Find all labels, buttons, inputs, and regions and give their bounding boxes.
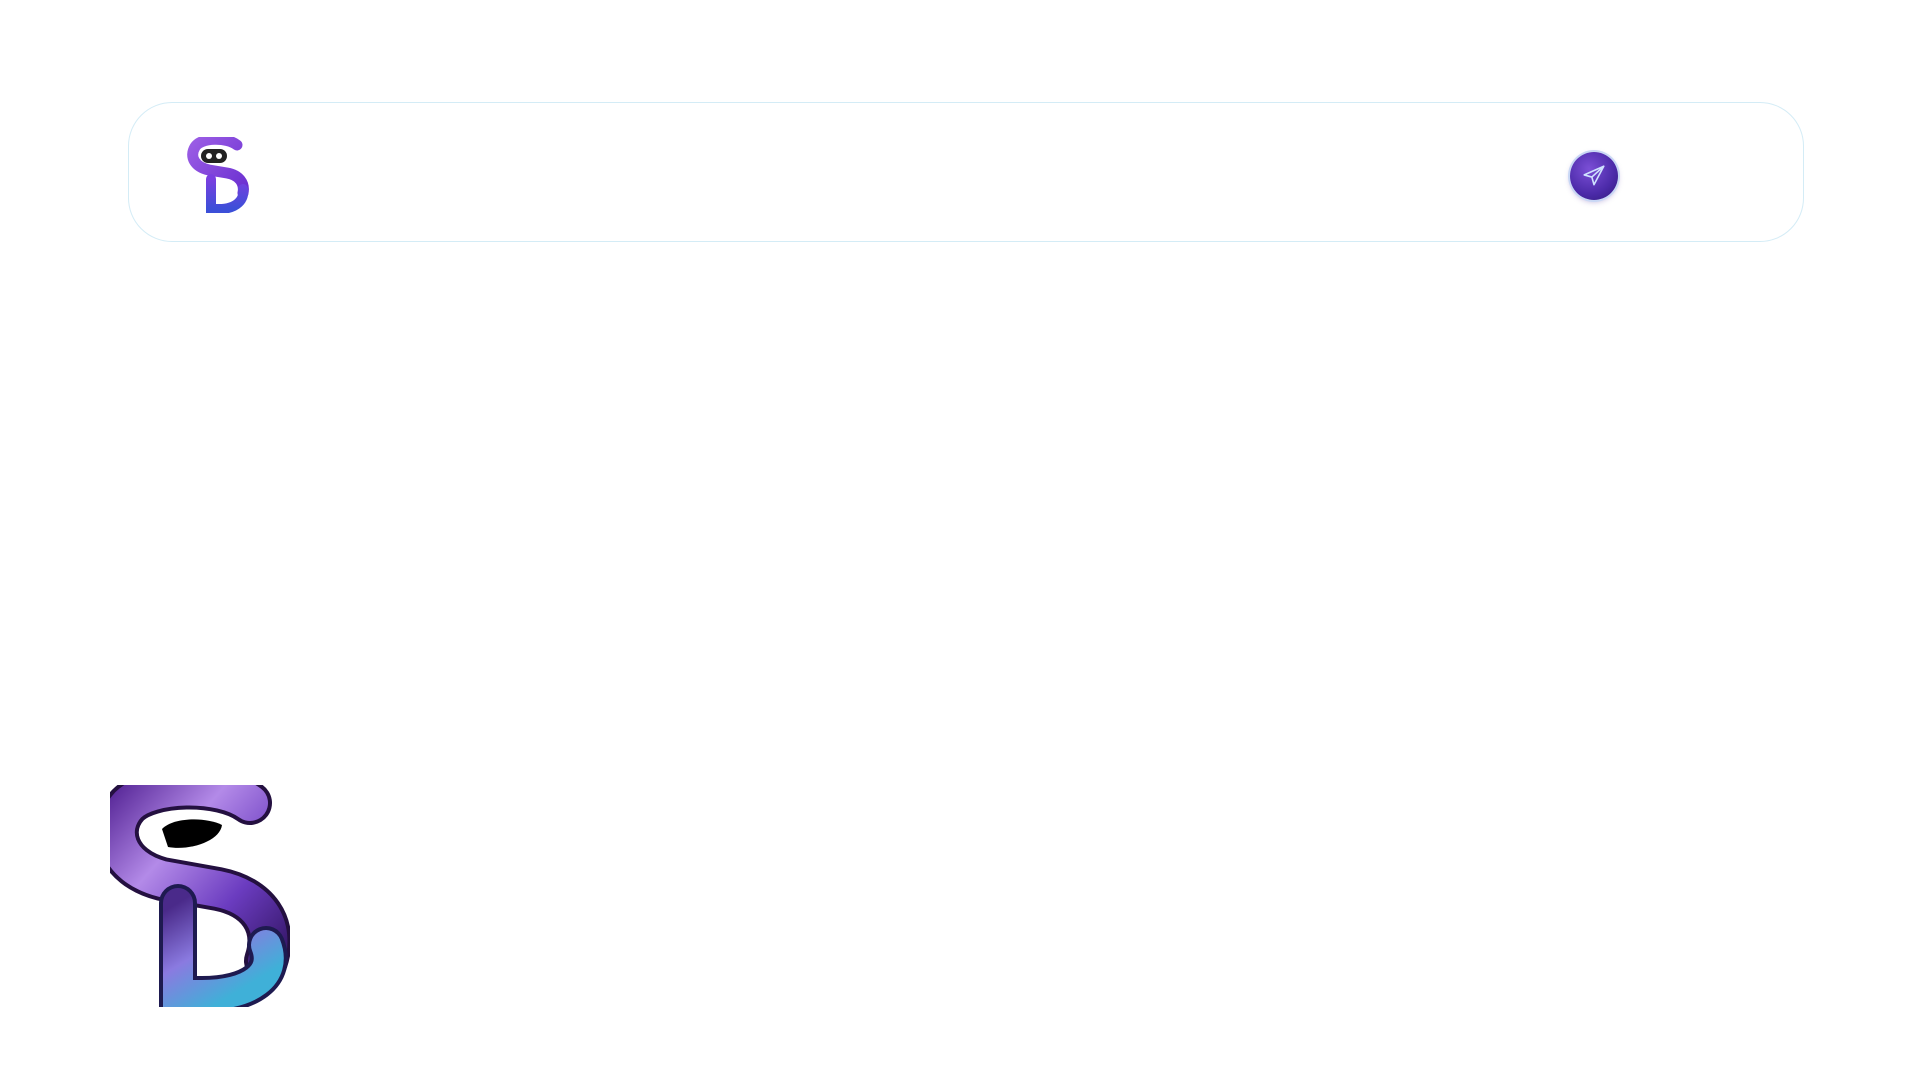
chat-input[interactable] <box>279 143 1683 205</box>
send-button[interactable] <box>1570 152 1618 200</box>
sd-logo-icon <box>110 785 290 1007</box>
sd-robot-logo-icon <box>187 137 249 213</box>
chat-bar <box>128 102 1804 242</box>
send-paper-plane-icon <box>1583 165 1605 186</box>
